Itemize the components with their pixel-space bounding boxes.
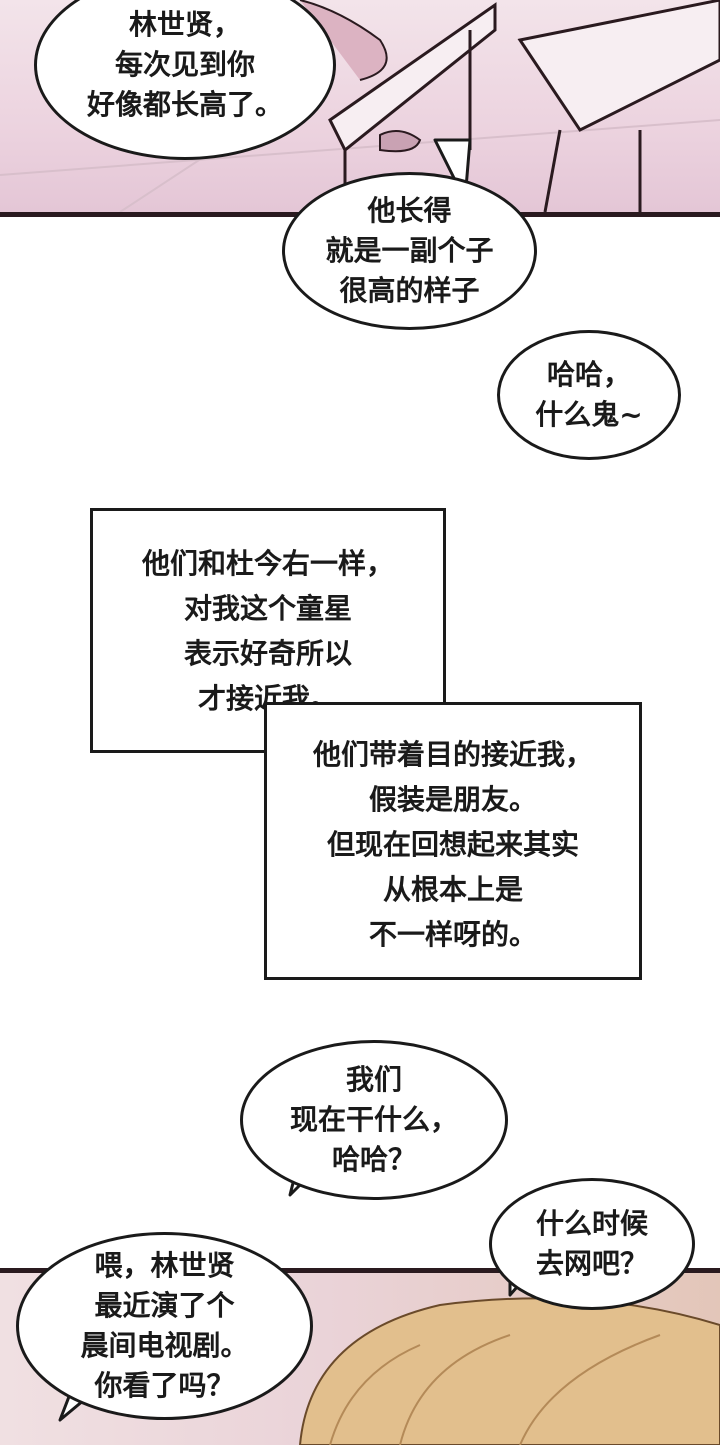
bubble-text: 林世贤， 每次见到你 好像都长高了。: [86, 8, 283, 121]
speech-bubble: 喂，林世贤 最近演了个 晨间电视剧。 你看了吗？: [16, 1232, 313, 1420]
narration-text: 他们和杜今右一样， 对我这个童星 表示好奇所以 才接近我。: [141, 547, 394, 715]
speech-bubble: 林世贤， 每次见到你 好像都长高了。: [34, 0, 336, 160]
character-hair-illustration: [298, 1297, 720, 1445]
narration-text: 他们带着目的接近我， 假装是朋友。 但现在回想起来其实 从根本上是 不一样呀的。: [312, 738, 593, 951]
speech-bubble: 我们 现在干什么， 哈哈？: [240, 1040, 508, 1200]
shoe: [379, 130, 422, 153]
speech-bubble: 什么时候 去网吧？: [489, 1178, 695, 1310]
desk-left: [328, 2, 497, 153]
desk-right: [517, 0, 720, 132]
student-figure: [299, 0, 388, 81]
bubble-text: 什么时候 去网吧？: [535, 1207, 648, 1280]
bubble-text: 我们 现在干什么， 哈哈？: [289, 1063, 458, 1176]
bubble-text: 喂，林世贤 最近演了个 晨间电视剧。 你看了吗？: [80, 1249, 249, 1402]
speech-bubble: 哈哈， 什么鬼~: [497, 330, 681, 460]
bubble-text: 哈哈， 什么鬼~: [535, 358, 643, 431]
speech-bubble: 他长得 就是一副个子 很高的样子: [282, 172, 537, 330]
bubble-text: 他长得 就是一副个子 很高的样子: [325, 194, 494, 307]
narration-box: 他们带着目的接近我， 假装是朋友。 但现在回想起来其实 从根本上是 不一样呀的。: [264, 702, 642, 980]
